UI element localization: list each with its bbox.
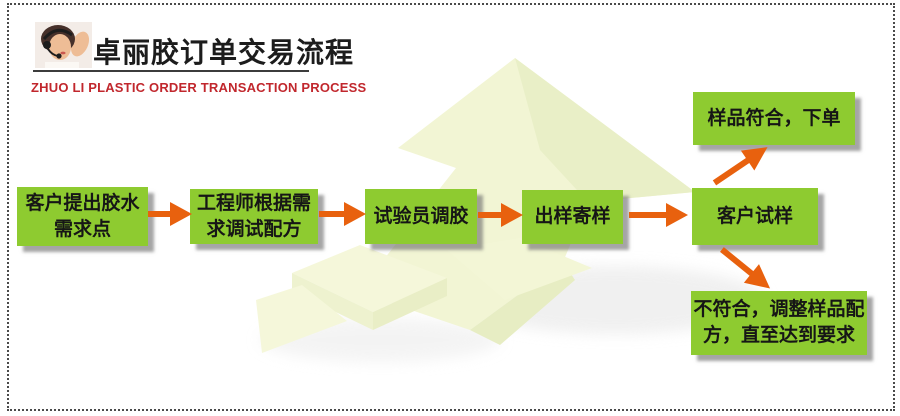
- flow-node-sample-ok-place-order: 样品符合，下单: [693, 92, 855, 145]
- arrow-up-right-icon: [712, 147, 768, 186]
- arrow-right-icon: [629, 203, 688, 227]
- flow-node-engineer-formula-debug: 工程师根据需 求调试配方: [190, 189, 318, 244]
- arrow-right-icon: [148, 202, 192, 226]
- page-title: 卓丽胶订单交易流程: [93, 37, 355, 68]
- node-label-line: 方，直至达到要求: [702, 325, 855, 346]
- node-label-line: 工程师根据需: [196, 192, 311, 214]
- node-label-line: 客户试样: [716, 205, 793, 227]
- node-label-line: 客户提出胶水: [25, 192, 140, 214]
- flow-node-customer-glue-requirements: 客户提出胶水 需求点: [17, 187, 148, 246]
- arrow-right-icon: [478, 203, 523, 227]
- node-label-line: 试验员调胶: [373, 205, 469, 227]
- node-label-line: 不符合，调整样品配: [693, 299, 865, 320]
- title-underline: [33, 70, 309, 72]
- customer-service-photo: [35, 22, 92, 68]
- arrow-right-icon: [319, 202, 366, 226]
- flow-node-sample-fail-adjust: 不符合，调整样品配 方，直至达到要求: [691, 291, 867, 355]
- flow-node-tester-mix-glue: 试验员调胶: [365, 189, 477, 244]
- node-label-line: 出样寄样: [534, 206, 611, 227]
- arrow-down-right-icon: [720, 247, 771, 289]
- page-subtitle: ZHUO LI PLASTIC ORDER TRANSACTION PROCES…: [31, 80, 367, 95]
- flow-node-customer-trial: 客户试样: [692, 188, 818, 245]
- node-label-line: 需求点: [53, 218, 111, 240]
- node-label-line: 样品符合，下单: [707, 107, 841, 129]
- flow-node-sample-out-mail: 出样寄样: [522, 190, 623, 244]
- node-label-line: 求调试配方: [206, 218, 302, 240]
